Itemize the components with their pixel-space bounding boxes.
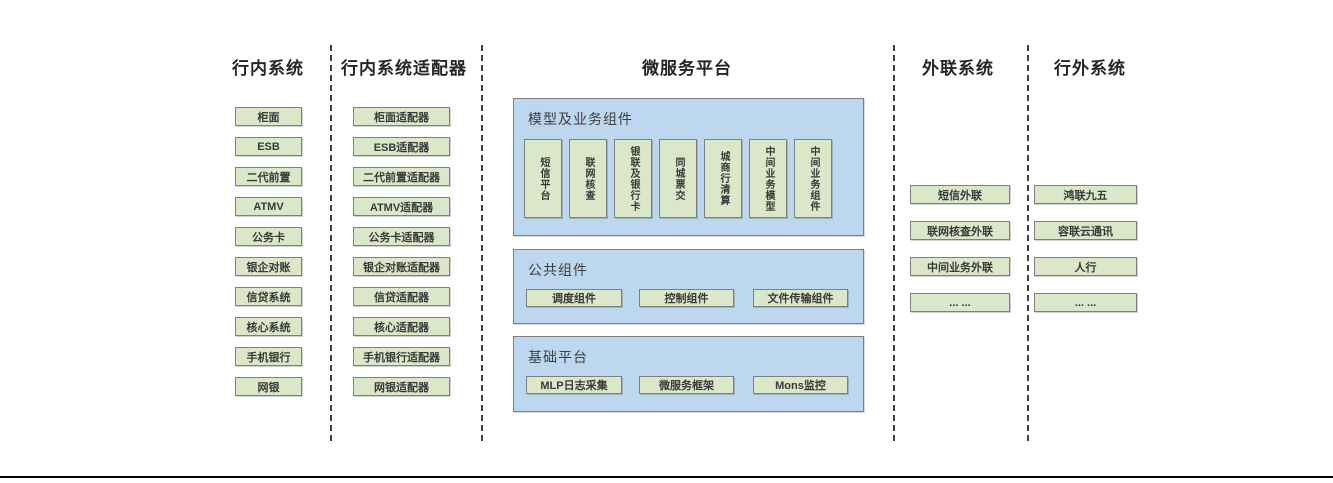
internal-system-box: 银企对账 [235,257,302,276]
internal-system-box: ATMV [235,197,302,216]
external-link-box: 短信外联 [910,185,1010,204]
column-separator [893,45,895,441]
column-separator [1027,45,1029,441]
bottom-rule [0,476,1333,478]
common-components-group: 公共组件 调度组件 控制组件 文件传输组件 [513,249,864,324]
group-label: 模型及业务组件 [528,111,633,127]
internal-systems-column: 柜面 ESB 二代前置 ATMV 公务卡 银企对账 信贷系统 核心系统 手机银行… [235,107,302,407]
group-label: 基础平台 [528,349,588,365]
base-platform-group: 基础平台 MLP日志采集 微服务框架 Mons监控 [513,336,864,412]
adapter-box: 手机银行适配器 [353,347,450,366]
header-microservice-platform: 微服务平台 [642,59,732,78]
adapter-box: 二代前置适配器 [353,167,450,186]
model-component-box: 中间业务组件 [794,139,832,218]
model-components-row: 短信平台 联网核查 银联及银行卡 同城票交 城商行清算 中间业务模型 中间业务组… [524,139,832,218]
model-component-box: 同城票交 [659,139,697,218]
internal-system-box: 二代前置 [235,167,302,186]
base-component-box: Mons监控 [753,376,848,394]
external-link-box: 联网核查外联 [910,221,1010,240]
internal-system-box: 信贷系统 [235,287,302,306]
adapter-box: 信贷适配器 [353,287,450,306]
header-external-links: 外联系统 [922,59,994,78]
internal-system-box: 核心系统 [235,317,302,336]
external-link-box: 中间业务外联 [910,257,1010,276]
adapter-box: ESB适配器 [353,137,450,156]
adapter-box: ATMV适配器 [353,197,450,216]
model-component-label: 联网核查 [583,156,594,201]
group-label: 公共组件 [528,262,588,278]
model-component-label: 中间业务组件 [808,145,819,212]
adapter-box: 核心适配器 [353,317,450,336]
internal-system-box: 手机银行 [235,347,302,366]
internal-system-box: 网银 [235,377,302,396]
model-component-label: 短信平台 [538,156,549,201]
outside-system-box: 容联云通讯 [1034,221,1137,240]
outside-systems-column: 鸿联九五 容联云通讯 人行 ... ... [1034,185,1137,329]
model-component-label: 城商行清算 [718,151,729,206]
base-component-box: 微服务框架 [639,376,734,394]
common-component-box: 调度组件 [526,289,622,307]
header-internal-systems: 行内系统 [232,59,304,78]
adapter-box: 公务卡适配器 [353,227,450,246]
model-component-box: 银联及银行卡 [614,139,652,218]
outside-system-box: 人行 [1034,257,1137,276]
internal-system-box: ESB [235,137,302,156]
header-adapters: 行内系统适配器 [341,59,467,78]
adapters-column: 柜面适配器 ESB适配器 二代前置适配器 ATMV适配器 公务卡适配器 银企对账… [353,107,450,407]
model-component-box: 联网核查 [569,139,607,218]
internal-system-box: 柜面 [235,107,302,126]
model-component-box: 短信平台 [524,139,562,218]
model-business-components-group: 模型及业务组件 短信平台 联网核查 银联及银行卡 同城票交 城商行清算 中间业务… [513,98,864,236]
adapter-box: 银企对账适配器 [353,257,450,276]
adapter-box: 网银适配器 [353,377,450,396]
external-link-box: ... ... [910,293,1010,312]
outside-system-box: ... ... [1034,293,1137,312]
column-separator [481,45,483,441]
common-component-box: 文件传输组件 [753,289,848,307]
model-component-label: 中间业务模型 [763,145,774,212]
adapter-box: 柜面适配器 [353,107,450,126]
external-links-column: 短信外联 联网核查外联 中间业务外联 ... ... [910,185,1010,329]
outside-system-box: 鸿联九五 [1034,185,1137,204]
model-component-label: 银联及银行卡 [628,145,639,212]
model-component-box: 城商行清算 [704,139,742,218]
header-outside-systems: 行外系统 [1054,59,1126,78]
base-component-box: MLP日志采集 [526,376,622,394]
model-component-label: 同城票交 [673,156,684,201]
internal-system-box: 公务卡 [235,227,302,246]
common-component-box: 控制组件 [639,289,734,307]
model-component-box: 中间业务模型 [749,139,787,218]
column-separator [330,45,332,441]
